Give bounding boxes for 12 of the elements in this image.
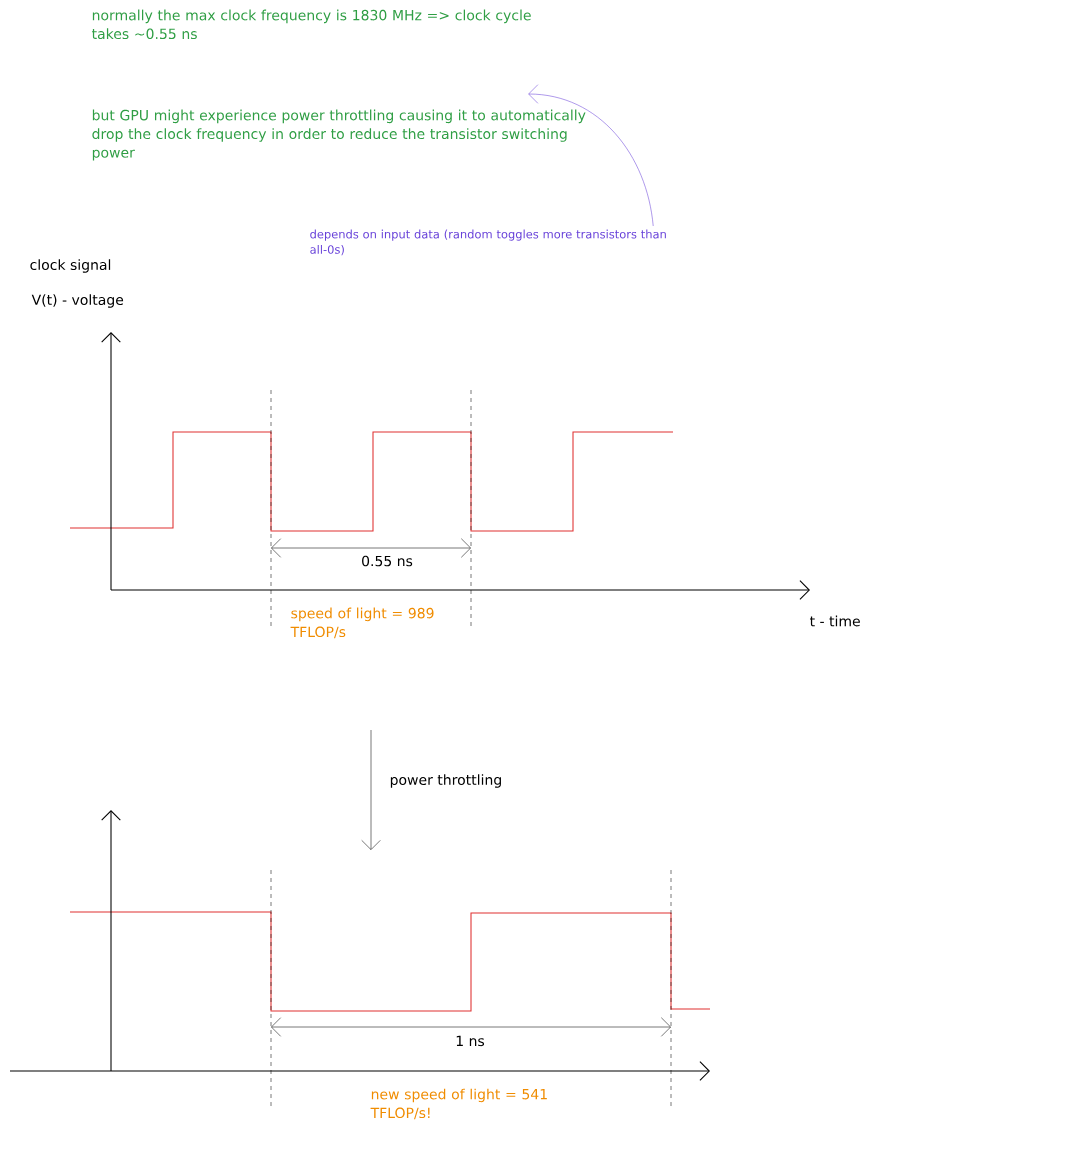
note-text: normally the max clock frequency is 1830 MHz => clock cycle takes ~0.55 ns	[92, 9, 531, 40]
note-text: 1 ns	[456, 1035, 485, 1047]
note-text: speed of light = 989 TFLOP/s	[290, 607, 434, 639]
arrow	[528, 84, 654, 227]
note-text: 0.55 ns	[362, 555, 413, 567]
annotation-text: but GPU might experience power throttling causing it to automatically drop the clock frequency in order to reduce the transistor switching power	[92, 109, 586, 161]
note-text: V(t) - voltage	[31, 294, 124, 308]
note-text: new speed of light = 541 TFLOP/s!	[370, 1088, 547, 1120]
note-text: clock signal	[30, 259, 111, 273]
note-text: t - time	[810, 615, 860, 627]
note-text: power throttling	[390, 774, 501, 788]
annotation-text: depends on input data (random toggles more transistors than all-0s)	[310, 229, 666, 256]
